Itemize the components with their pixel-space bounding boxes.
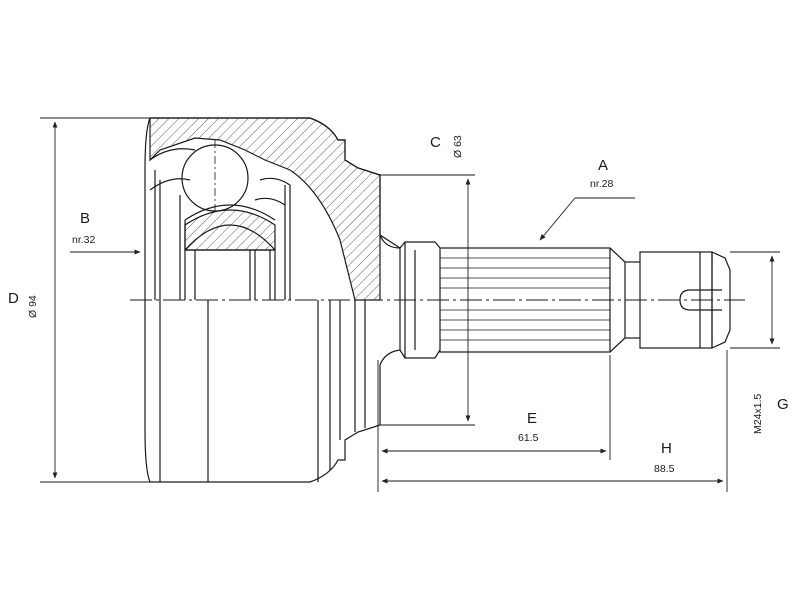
label-A-letter: A (598, 157, 609, 174)
label-B-letter: B (80, 210, 91, 227)
label-H-letter: H (661, 440, 672, 457)
label-B-note: nr.32 (72, 234, 96, 246)
label-C-letter: C (430, 134, 441, 151)
label-G-letter: G (777, 396, 789, 413)
housing-hatch (149, 117, 381, 301)
label-E-note: 61.5 (518, 432, 539, 444)
label-E-letter: E (527, 410, 538, 427)
label-D-letter: D (8, 290, 19, 307)
label-A-note: nr.28 (590, 178, 614, 190)
label-H-note: 88.5 (654, 463, 675, 475)
label-G-note: M24x1.5 (752, 393, 764, 434)
label-C-note: Ø 63 (452, 135, 464, 158)
label-D-note: Ø 94 (27, 295, 39, 318)
